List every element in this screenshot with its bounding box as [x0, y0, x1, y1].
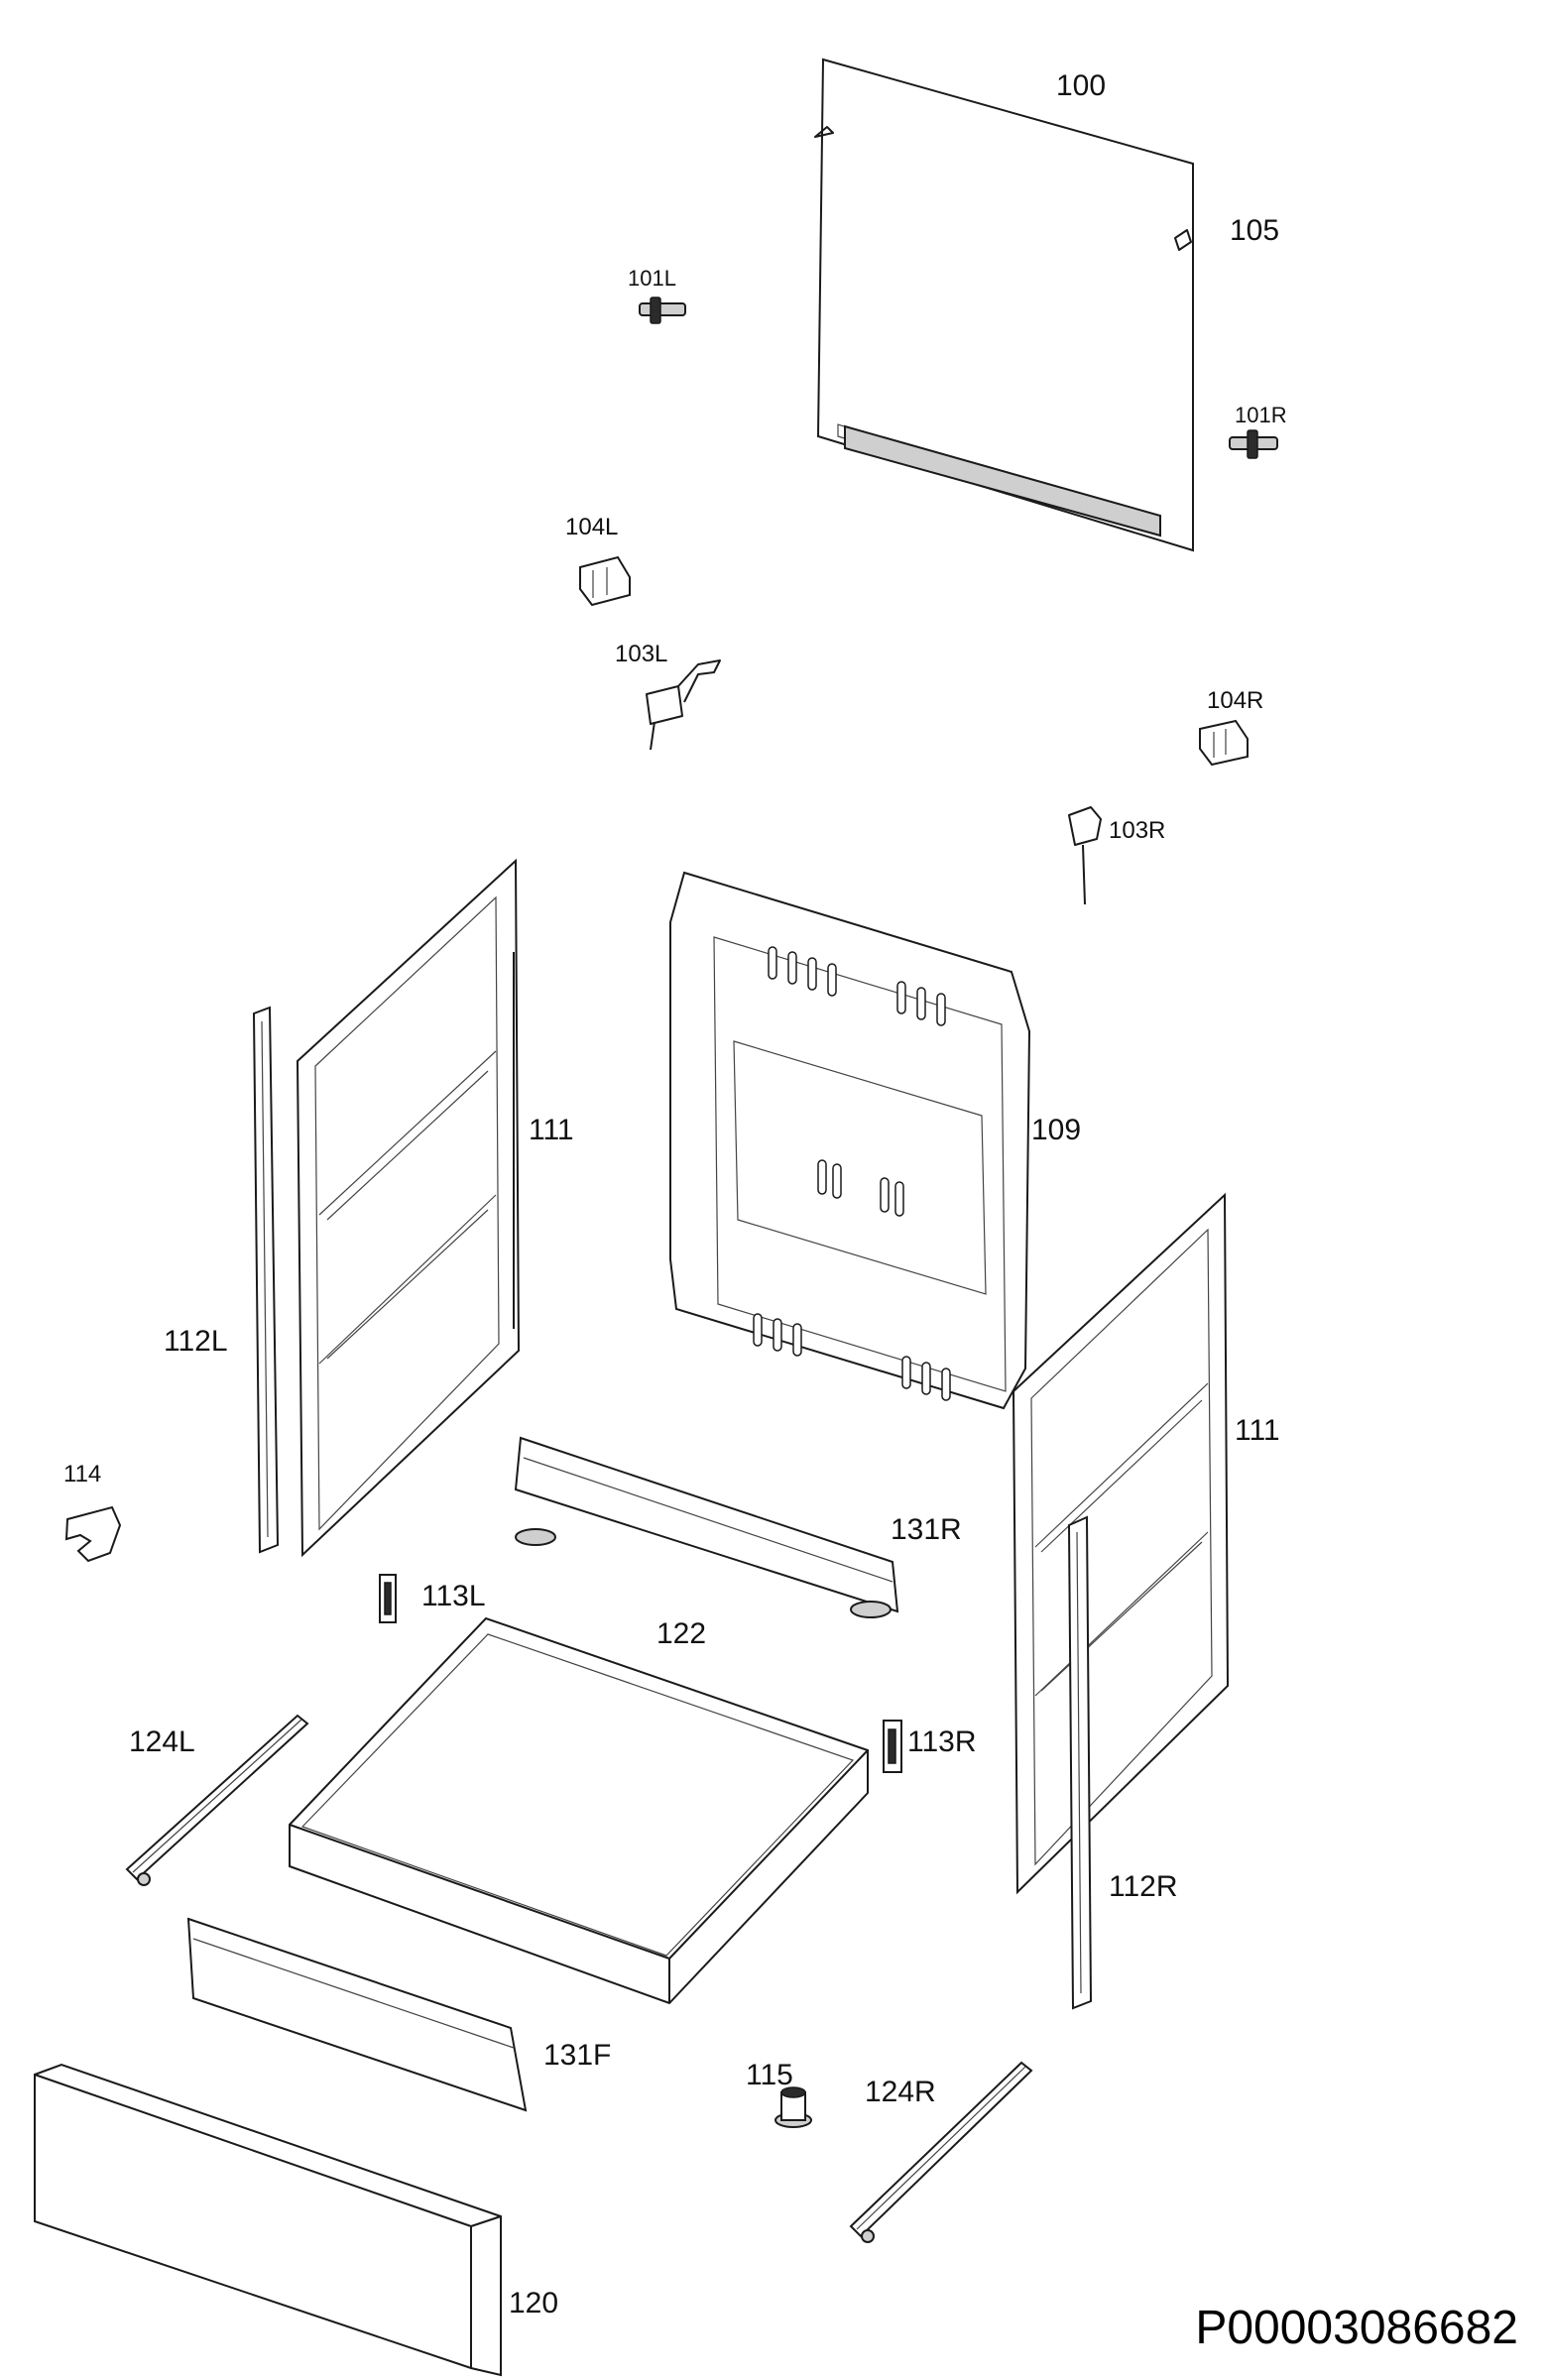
- callout-124l: 124L: [129, 1726, 195, 1758]
- callout-100: 100: [1056, 69, 1107, 102]
- callout-101l: 101L: [628, 266, 676, 291]
- callout-109: 109: [1031, 1114, 1082, 1146]
- part-100-back-cover-panel: [814, 58, 1194, 552]
- callout-113l: 113L: [421, 1580, 486, 1612]
- callout-103l: 103L: [615, 641, 668, 667]
- part-122-base-tray: [289, 1616, 869, 2005]
- part-111-left-side-frame: [296, 858, 521, 1558]
- part-113r-hinge: [883, 1720, 902, 1773]
- part-104l-hinge-block: [579, 555, 631, 607]
- callout-111-right: 111: [1235, 1414, 1280, 1447]
- callout-122: 122: [656, 1617, 707, 1650]
- part-101r-screw: [1229, 429, 1278, 459]
- part-114-clip: [64, 1505, 122, 1563]
- callout-103r: 103R: [1109, 817, 1166, 844]
- part-103l-bracket: [646, 659, 721, 751]
- part-111-right-side-frame: [1012, 1192, 1230, 1895]
- part-104r-hinge-block: [1199, 719, 1249, 767]
- callout-131r: 131R: [891, 1513, 962, 1546]
- callout-105: 105: [1230, 214, 1280, 247]
- callout-120: 120: [509, 2287, 559, 2320]
- part-124r-runner: [849, 2061, 1033, 2243]
- diagram-reference-code: P00003086682: [1195, 2302, 1518, 2354]
- part-131f-front-rail: [186, 1917, 528, 2112]
- callout-113r: 113R: [907, 1726, 977, 1758]
- part-101l-screw: [639, 297, 686, 324]
- part-109-rear-panel: [669, 871, 1031, 1410]
- part-112r-side-trim: [1067, 1515, 1093, 2010]
- callout-101r: 101R: [1235, 403, 1287, 427]
- callout-111-left: 111: [529, 1114, 574, 1146]
- part-103r-bracket: [1068, 806, 1102, 905]
- part-120-plinth: [34, 2063, 502, 2377]
- callout-114: 114: [63, 1461, 102, 1488]
- part-112l-side-trim: [252, 1006, 280, 1554]
- part-113l-hinge: [379, 1574, 397, 1623]
- callout-131f: 131F: [543, 2039, 612, 2072]
- part-131r-rear-rail: [514, 1436, 899, 1618]
- callout-112r: 112R: [1109, 1870, 1178, 1903]
- callout-104r: 104R: [1207, 687, 1264, 714]
- callout-115: 115: [746, 2059, 793, 2091]
- callout-104l: 104L: [565, 514, 619, 540]
- part-115-adjustable-foot: [774, 2086, 812, 2128]
- callout-124r: 124R: [865, 2076, 936, 2108]
- callout-112l: 112L: [164, 1325, 228, 1358]
- part-124l-runner: [125, 1714, 309, 1886]
